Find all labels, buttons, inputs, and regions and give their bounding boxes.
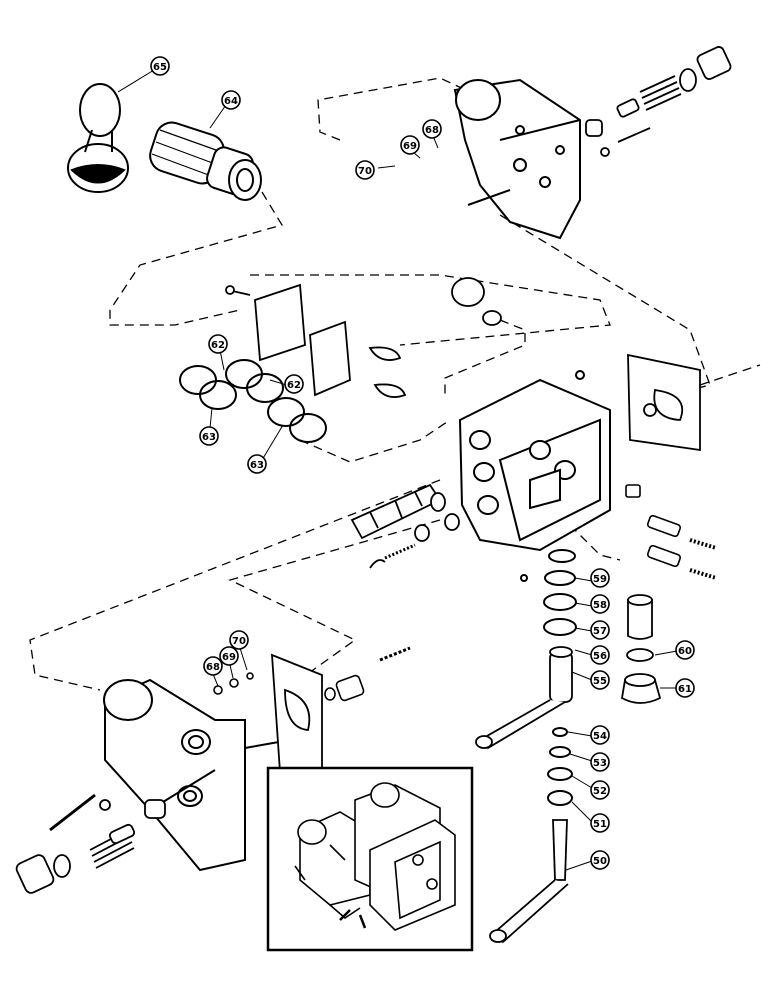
svg-text:51: 51 [593,819,607,830]
svg-text:64: 64 [224,96,238,107]
callout-70-top: 70 [355,160,375,180]
svg-text:52: 52 [593,786,607,797]
dashed-line-top-valve [317,77,471,141]
callout-64: 64 [221,90,241,110]
svg-text:59: 59 [593,574,607,585]
svg-text:54: 54 [593,731,607,742]
callout-labels: 65 64 70 69 68 62 63 62 63 59 58 57 56 5… [150,56,695,870]
svg-text:70: 70 [358,166,372,177]
svg-text:62: 62 [287,380,301,391]
dashed-line-top-valve-right [499,214,711,391]
callout-55: 55 [590,670,610,690]
top-relief-valve-parts [585,46,732,157]
lower-relief-valve-parts [15,793,166,894]
dashed-line-gasket-right [699,364,761,386]
cover-plate-assembly [225,277,502,398]
callout-58: 58 [590,594,610,614]
dashed-line-left-upper [29,479,441,691]
check-valve-parts [625,484,717,580]
dashed-line-cover-plate [250,274,611,346]
callout-61: 61 [675,678,695,698]
callout-50: 50 [590,850,610,870]
quick-coupler-part-64 [149,121,262,201]
callout-leaders [117,69,678,871]
assembled-view-inset [266,766,474,952]
svg-text:70: 70 [232,636,246,647]
svg-text:60: 60 [678,646,692,657]
callout-69-top: 69 [400,135,420,155]
callout-68-bottom: 68 [203,656,223,676]
svg-text:69: 69 [222,652,236,663]
dust-cap-part-65 [67,83,129,193]
washer-stack-51-54 [547,727,573,806]
svg-text:63: 63 [202,432,216,443]
callout-65: 65 [150,56,170,76]
callout-62-right: 62 [284,374,304,394]
seal-stack-56-59 [520,549,577,636]
dashed-line-lever [569,524,621,561]
top-valve-section [453,78,581,240]
dashed-line-coupler [109,191,283,326]
control-lever-part-50 [489,819,569,944]
callout-53: 53 [590,752,610,772]
callout-63-right: 63 [247,454,267,474]
callout-62-left: 62 [208,334,228,354]
svg-text:68: 68 [425,125,439,136]
callout-56: 56 [590,645,610,665]
callout-51: 51 [590,813,610,833]
svg-text:50: 50 [593,856,607,867]
callout-68-top: 68 [422,119,442,139]
callout-69-bottom: 69 [219,646,239,666]
callout-63-left: 63 [199,426,219,446]
svg-text:69: 69 [403,141,417,152]
callout-52: 52 [590,780,610,800]
right-gasket [627,353,701,452]
svg-text:57: 57 [593,626,607,637]
control-spool [350,483,460,569]
callout-70-bottom: 70 [229,630,249,650]
control-lever-part-55 [475,646,573,750]
seal-rings-62-63 [179,359,327,443]
lower-valve-section [103,678,291,872]
dashed-line-seals [299,419,451,463]
dashed-line-left-lower [228,519,441,691]
lower-small-parts [213,646,411,702]
plug-parts-60-61 [621,594,662,704]
svg-text:61: 61 [678,684,692,695]
svg-text:62: 62 [211,340,225,351]
svg-text:63: 63 [250,460,264,471]
callout-59: 59 [590,568,610,588]
dashed-line-port-fitting [444,319,526,395]
callout-57: 57 [590,620,610,640]
svg-text:68: 68 [206,662,220,673]
svg-text:55: 55 [593,676,607,687]
svg-text:65: 65 [153,62,167,73]
callout-60: 60 [675,640,695,660]
svg-text:56: 56 [593,651,607,662]
main-valve-body [458,370,611,552]
callout-54: 54 [590,725,610,745]
svg-text:53: 53 [593,758,607,769]
svg-text:58: 58 [593,600,607,611]
